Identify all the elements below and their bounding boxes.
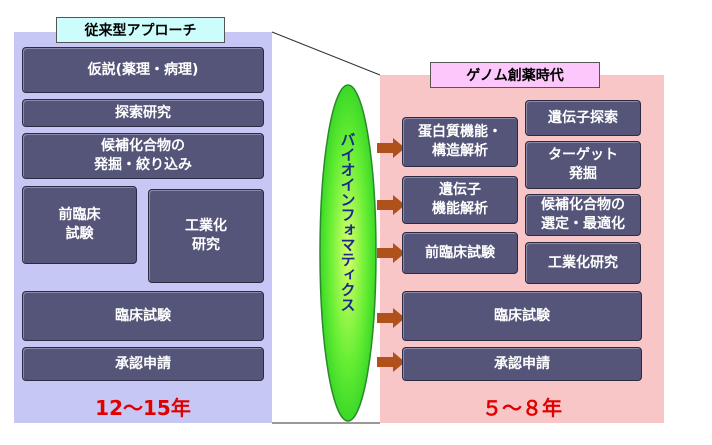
hypothesis-box: 仮説(薬理・病理)	[22, 47, 264, 93]
gene-search-box: 遺伝子探索	[525, 100, 641, 136]
gene-function-box: 遺伝子 機能解析	[402, 176, 518, 224]
protein-label-line1: 蛋白質機能・	[418, 124, 502, 140]
gene-function-label-line1: 遺伝子	[439, 182, 481, 198]
target-label-line1: ターゲット	[548, 147, 618, 163]
connector-top-line	[271, 31, 381, 76]
preclinical-test-box: 前臨床試験	[402, 232, 518, 274]
industrial-research-box-right: 工業化研究	[525, 242, 641, 284]
arrow-gene-function	[377, 195, 405, 215]
preclinical-box: 前臨床 試験	[22, 186, 137, 264]
gene-function-label-line2: 機能解析	[432, 201, 488, 217]
candidate-selection-line1: 候補化合物の	[541, 197, 625, 213]
target-discovery-box: ターゲット 発掘	[525, 141, 641, 189]
left-panel-title: 従来型アプローチ	[56, 17, 225, 43]
hypothesis-label: 仮説(薬理・病理)	[87, 61, 199, 78]
candidate-label-line2: 発掘・絞り込み	[94, 157, 192, 173]
protein-label-line2: 構造解析	[432, 143, 488, 159]
approval-label: 承認申請	[115, 355, 171, 372]
exploration-label: 探索研究	[115, 104, 171, 121]
preclinical-label-line2: 試験	[65, 226, 94, 242]
clinical-label: 臨床試験	[115, 307, 171, 324]
preclinical-test-label: 前臨床試験	[425, 244, 495, 261]
target-label-line2: 発掘	[569, 166, 597, 182]
arrow-approval	[377, 352, 405, 372]
approval-box: 承認申請	[22, 347, 264, 381]
candidate-selection-box: 候補化合物の 選定・最適化	[525, 194, 641, 236]
industrial-label-line2: 研究	[192, 237, 220, 253]
candidate-label-line1: 候補化合物の	[101, 138, 185, 154]
clinical-trial-box: 臨床試験	[22, 291, 264, 341]
candidate-compound-box: 候補化合物の 発掘・絞り込み	[22, 133, 264, 179]
clinical-trial-label: 臨床試験	[494, 307, 550, 324]
approval-label-right: 承認申請	[494, 355, 550, 372]
arrow-preclinical	[377, 243, 405, 263]
industrial-research-box: 工業化 研究	[148, 189, 264, 283]
genome-duration: ５～８年	[482, 396, 562, 420]
conventional-duration: 12～15年	[95, 396, 191, 420]
clinical-trial-box-right: 臨床試験	[402, 291, 642, 341]
approval-box-right: 承認申請	[402, 347, 642, 381]
gene-search-label: 遺伝子探索	[548, 109, 618, 126]
arrow-clinical	[377, 308, 405, 328]
arrow-protein	[377, 138, 405, 158]
right-panel-title: ゲノム創薬時代	[430, 62, 600, 88]
bioinformatics-label: バイオインフォマティクス	[338, 132, 357, 312]
exploration-box: 探索研究	[22, 99, 264, 127]
bioinformatics-ellipse	[319, 84, 377, 422]
industrial-label-line1: 工業化	[185, 218, 227, 234]
candidate-selection-line2: 選定・最適化	[541, 216, 625, 232]
industrial-research-label: 工業化研究	[548, 254, 618, 271]
preclinical-label-line1: 前臨床	[58, 207, 101, 223]
protein-analysis-box: 蛋白質機能・ 構造解析	[402, 117, 518, 167]
